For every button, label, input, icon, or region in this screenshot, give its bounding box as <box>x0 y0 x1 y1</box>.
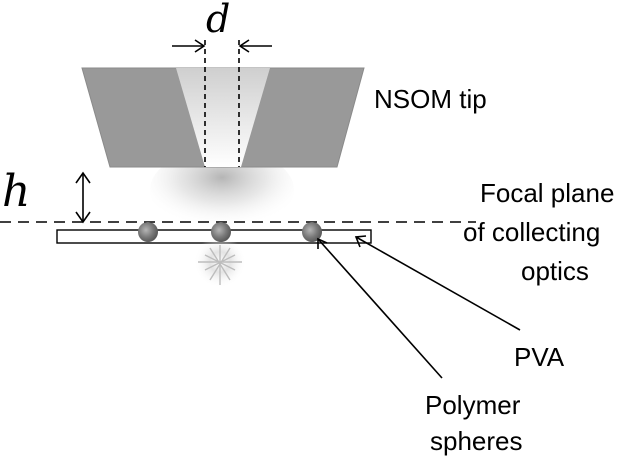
tip-emission-glow <box>150 148 294 232</box>
polymer-sphere-1 <box>138 222 158 242</box>
pva-pointer-head <box>354 235 367 248</box>
focal-plane-label-line2: of collecting <box>463 217 601 247</box>
pva-label: PVA <box>514 342 565 372</box>
nsom-tip-label: NSOM tip <box>374 84 487 114</box>
d-arrowhead-left <box>194 39 206 53</box>
focal-plane-label-line3: optics <box>521 256 589 286</box>
polymer-sphere-3 <box>302 222 322 242</box>
focal-plane-label-line1: Focal plane <box>480 178 615 208</box>
h-label: h <box>2 166 31 217</box>
h-arrowhead-top <box>75 171 91 184</box>
d-arrowhead-right <box>238 39 250 53</box>
starburst-icon <box>194 236 246 288</box>
polymer-spheres-label-line2: spheres <box>430 426 523 456</box>
spheres-pointer-head <box>317 237 328 249</box>
polymer-spheres-label-line1: Polymer <box>425 390 521 420</box>
d-label: d <box>206 0 231 41</box>
polymer-sphere-2 <box>211 222 231 242</box>
pva-pointer <box>355 236 521 331</box>
tip-aperture-core <box>176 68 270 167</box>
spheres-pointer <box>317 238 443 379</box>
